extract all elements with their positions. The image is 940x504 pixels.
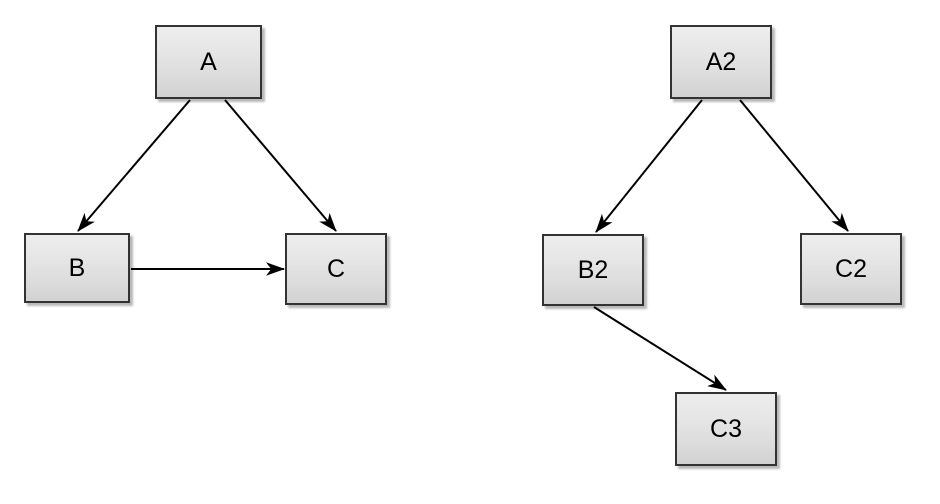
node-a[interactable]: A (155, 25, 262, 99)
node-c3[interactable]: C3 (675, 392, 777, 466)
node-a2[interactable]: A2 (670, 25, 772, 99)
node-b[interactable]: B (24, 233, 130, 303)
node-label-c: C (326, 254, 346, 283)
node-label-c2: C2 (835, 254, 867, 283)
edge-a2-to-b2 (595, 99, 703, 233)
edge-a-to-b (77, 99, 191, 232)
edge-b2-to-c3 (593, 306, 727, 391)
node-label-a2: A2 (705, 47, 737, 76)
node-label-b: B (68, 253, 86, 282)
edge-a2-to-c2 (739, 99, 849, 232)
edge-a-to-c (224, 99, 337, 232)
node-c[interactable]: C (285, 233, 387, 305)
node-label-b2: B2 (577, 255, 609, 284)
edges-group (77, 99, 849, 391)
node-label-c3: C3 (710, 414, 742, 443)
node-c2[interactable]: C2 (800, 233, 902, 305)
node-label-a: A (200, 47, 217, 76)
node-b2[interactable]: B2 (542, 234, 644, 306)
